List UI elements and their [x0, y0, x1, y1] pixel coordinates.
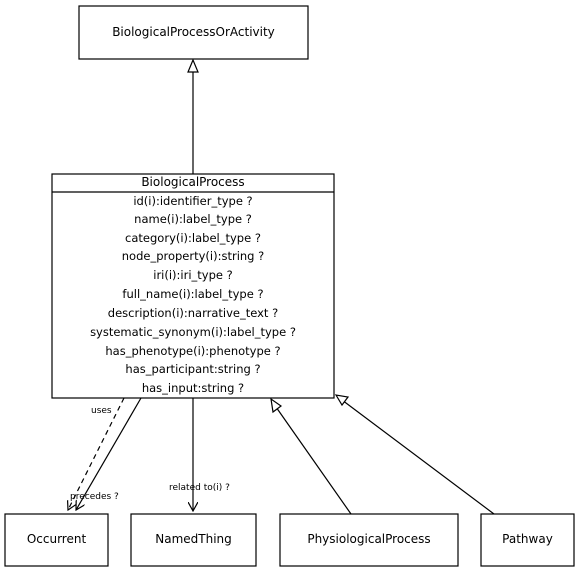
class-name-pathway: Pathway [502, 532, 553, 546]
attribute-has-input: has_input:string ? [142, 381, 244, 395]
attribute-category: category(i):label_type ? [125, 231, 261, 245]
edge-label-precedes: precedes ? [70, 492, 119, 502]
class-occurrent[interactable]: Occurrent [4, 513, 109, 567]
attribute-description: description(i):narrative_text ? [108, 306, 278, 320]
inheritance-edge-pathway [334, 394, 495, 515]
class-biologicalprocessoractivity[interactable]: BiologicalProcessOrActivity [78, 5, 309, 60]
inheritance-arrowhead [270, 397, 283, 414]
class-name-biologicalprocess: BiologicalProcess [141, 175, 244, 189]
inheritance-arrowhead [334, 394, 350, 407]
class-namedthing[interactable]: NamedThing [130, 513, 257, 567]
association-uses [68, 397, 125, 510]
association-precedes [76, 397, 142, 510]
attribute-name: name(i):label_type ? [134, 212, 252, 226]
class-name-biologicalprocessoractivity: BiologicalProcessOrActivity [112, 25, 275, 39]
attribute-id: id(i):identifier_type ? [133, 194, 252, 208]
attribute-has-participant: has_participant:string ? [125, 362, 260, 376]
attribute-systematic-synonym: systematic_synonym(i):label_type ? [90, 325, 296, 339]
class-name-namedthing: NamedThing [155, 532, 232, 546]
edge-label-related-to: related to(i) ? [169, 483, 230, 493]
inheritance-edge-physiologicalprocess [270, 397, 352, 515]
class-name-physiologicalprocess: PhysiologicalProcess [307, 532, 430, 546]
inheritance-edge-parent [187, 58, 199, 174]
attribute-node-property: node_property(i):string ? [122, 249, 265, 263]
class-biologicalprocess[interactable]: BiologicalProcess id(i):identifier_type … [51, 173, 335, 399]
edge-label-uses: uses [91, 406, 112, 416]
class-pathway[interactable]: Pathway [480, 513, 575, 567]
attribute-has-phenotype: has_phenotype(i):phenotype ? [105, 344, 280, 358]
inheritance-arrowhead [187, 58, 199, 73]
class-physiologicalprocess[interactable]: PhysiologicalProcess [279, 513, 459, 567]
attribute-full-name: full_name(i):label_type ? [122, 287, 263, 301]
attribute-iri: iri(i):iri_type ? [153, 268, 232, 282]
class-name-occurrent: Occurrent [27, 532, 87, 546]
